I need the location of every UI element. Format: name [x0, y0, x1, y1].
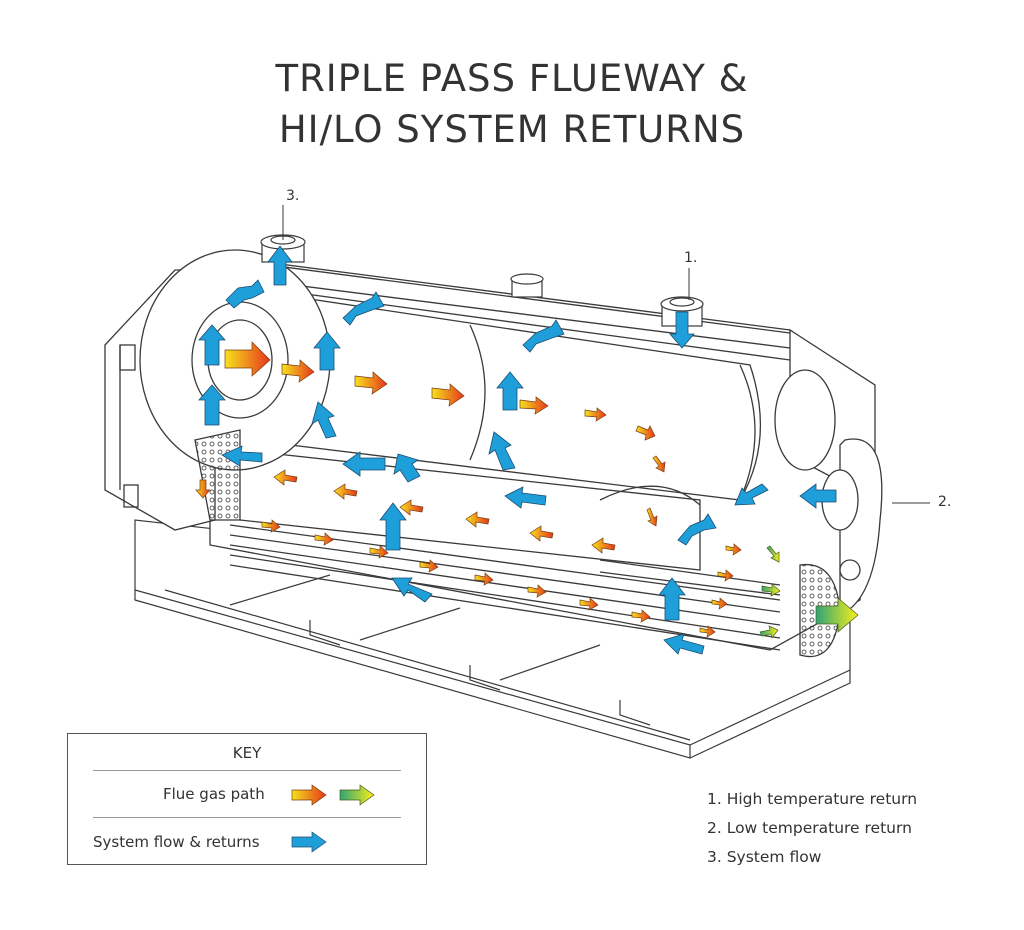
- flue-gas-arrow: [519, 396, 549, 415]
- title-line-2: HI/LO SYSTEM RETURNS: [278, 108, 746, 151]
- key-box: KEY Flue gas path System flow & returns: [67, 733, 427, 865]
- system-flow-arrow: [198, 384, 226, 426]
- system-flow-arrow: [522, 319, 565, 353]
- callout-2: 2.: [938, 494, 952, 510]
- flue-gas-arrow: [584, 407, 607, 422]
- key-heading: KEY: [232, 744, 262, 762]
- system-flow-key-arrow: [291, 831, 327, 853]
- system-flow-arrow: [198, 324, 226, 366]
- flue-gas-arrow: [465, 511, 490, 528]
- flue-gas-arrow: [631, 609, 651, 623]
- flue-gas-arrow: [281, 359, 315, 383]
- flue-gas-arrow: [431, 383, 465, 407]
- rear-end-plate: [774, 328, 883, 658]
- system-flow-arrow: [391, 577, 433, 603]
- flue-gas-arrow: [261, 519, 281, 533]
- flue-gas-key-arrows: [291, 784, 375, 806]
- flue-gas-arrow: [717, 569, 734, 582]
- system-flow-arrow: [669, 311, 695, 349]
- cooled-flue-gas-arrow: [766, 545, 780, 563]
- flue-gas-arrow: [711, 597, 728, 610]
- system-flow-arrow: [658, 577, 686, 621]
- system-flow-arrows: [198, 245, 837, 655]
- flue-gas-arrow: [314, 532, 334, 546]
- callout-1: 1.: [684, 250, 698, 266]
- flue-gas-arrow: [333, 483, 358, 500]
- flue-gas-hot-key-arrow: [291, 784, 327, 806]
- legend-item-high-temp-return: 1. High temperature return: [707, 790, 918, 808]
- cooled-flue-gas-arrow: [759, 625, 779, 639]
- system-flow-arrow: [677, 513, 717, 546]
- flue-gas-cool-key-arrow: [339, 784, 375, 806]
- cooled-flue-gas-arrows: [759, 545, 859, 639]
- flue-gas-arrow: [527, 584, 547, 598]
- flue-gas-arrow: [591, 537, 616, 554]
- system-flow-arrow: [379, 502, 407, 551]
- system-flow-arrow: [313, 331, 341, 371]
- flue-gas-arrow: [474, 572, 494, 586]
- flue-gas-arrow: [579, 597, 599, 611]
- callout-3: 3.: [286, 188, 300, 204]
- flue-gas-label: Flue gas path: [163, 785, 265, 803]
- system-flow-arrow: [225, 279, 265, 309]
- system-flow-label: System flow & returns: [93, 833, 260, 851]
- flue-gas-arrow: [646, 507, 658, 527]
- key-divider-bottom: [93, 817, 401, 818]
- flue-gas-arrow: [699, 625, 716, 638]
- system-flow-arrow: [342, 451, 386, 477]
- flue-gas-arrow: [419, 559, 439, 573]
- system-flow-arrow: [799, 483, 837, 509]
- key-divider-top: [93, 770, 401, 771]
- system-flow-arrow: [393, 453, 421, 483]
- system-flow-arrow: [488, 431, 516, 471]
- system-flow-arrow: [663, 633, 705, 655]
- flue-gas-arrows: [195, 341, 742, 638]
- callout-lines: [282, 205, 930, 504]
- flue-gas-arrow: [224, 341, 271, 377]
- title-line-1: TRIPLE PASS FLUEWAY &: [275, 57, 749, 100]
- cooled-flue-gas-arrow: [761, 583, 781, 597]
- legend-item-system-flow: 3. System flow: [707, 848, 822, 866]
- system-flow-arrow: [267, 245, 293, 286]
- flue-gas-arrow: [652, 455, 666, 473]
- flue-gas-arrow: [273, 469, 298, 486]
- flue-gas-arrow: [635, 425, 656, 441]
- system-flow-arrow: [342, 291, 385, 326]
- flue-gas-arrow: [195, 479, 211, 499]
- system-flow-arrow: [734, 483, 769, 506]
- system-flow-key-arrow-shape: [291, 831, 327, 853]
- flue-gas-arrow: [399, 499, 424, 516]
- numbered-legend: 1. High temperature return 2. Low temper…: [707, 788, 917, 875]
- flue-gas-arrow: [369, 545, 389, 559]
- flue-gas-arrow: [725, 543, 742, 556]
- cooled-flue-gas-arrow: [815, 597, 859, 633]
- system-flow-arrow: [221, 445, 263, 467]
- legend-item-low-temp-return: 2. Low temperature return: [707, 819, 912, 837]
- system-flow-arrow: [311, 401, 337, 439]
- base-skid: [134, 519, 851, 759]
- system-flow-arrow: [504, 486, 547, 509]
- flue-gas-arrow: [354, 371, 388, 395]
- flue-gas-arrow: [529, 525, 554, 542]
- system-flow-arrow: [496, 371, 524, 411]
